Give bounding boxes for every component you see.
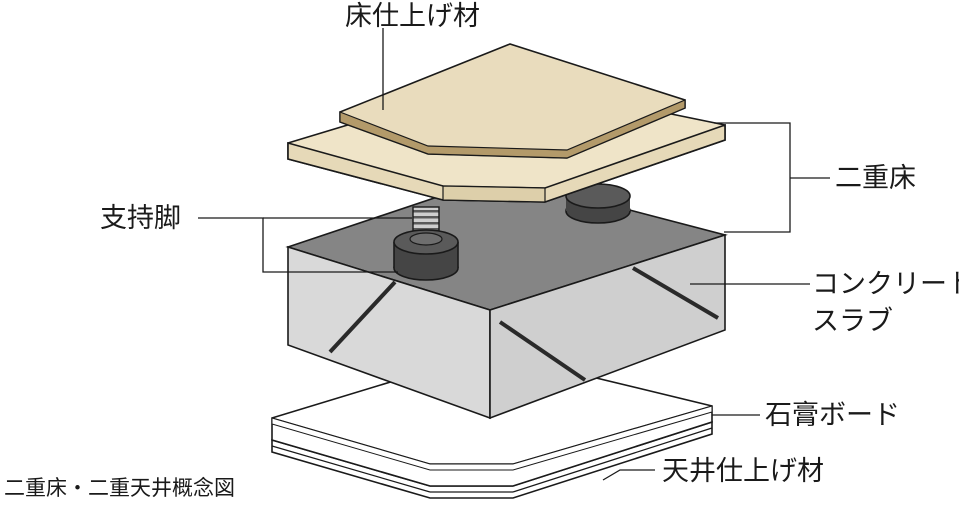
label-double-floor: 二重床 [835,163,916,194]
concrete-slab [285,175,728,420]
label-ceiling-finish: 天井仕上げ材 [662,456,824,487]
label-support-leg: 支持脚 [100,203,181,234]
support-leg-left [393,206,459,281]
floor-finish [339,43,686,159]
label-concrete-slab-line1: コンクリート [812,269,959,300]
leader-ceiling-finish [602,469,655,481]
diagram-caption: 二重床・二重天井概念図 [4,476,235,500]
leader-lines [198,28,830,481]
label-concrete-slab-line2: スラブ [812,306,893,337]
label-floor-finish: 床仕上げ材 [345,1,480,32]
support-leg-right [565,183,631,224]
leader-support-leg [198,217,398,273]
label-gypsum-board: 石膏ボード [765,400,900,431]
